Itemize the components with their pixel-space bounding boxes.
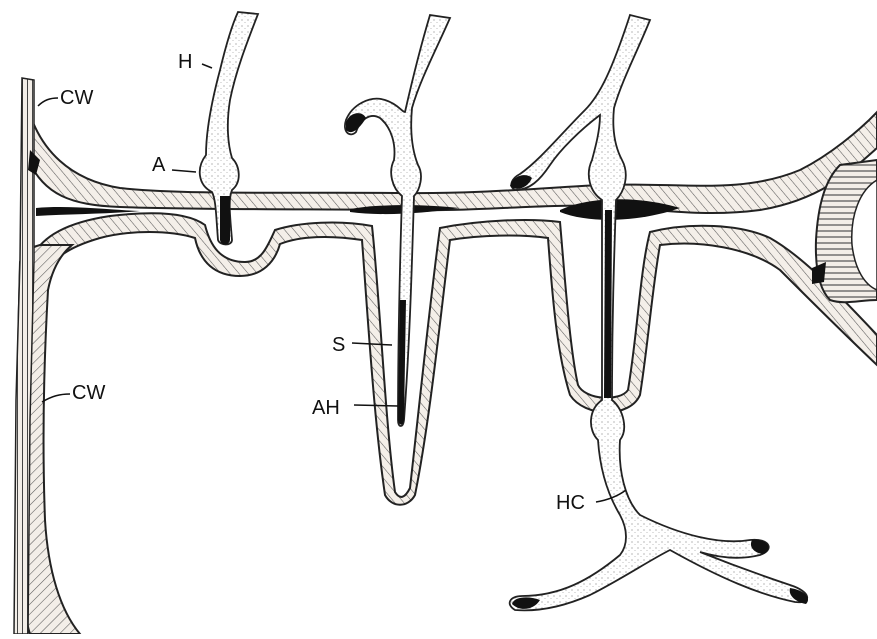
label-s: S — [332, 334, 345, 356]
lower-cell-wall-band — [30, 213, 877, 505]
label-a: A — [152, 154, 166, 176]
label-h: H — [178, 51, 192, 73]
leader-cw-left — [42, 394, 70, 402]
leader-cw-top — [38, 98, 58, 106]
label-hc: HC — [556, 492, 585, 514]
label-cw-left: CW — [72, 382, 105, 404]
label-ah: AH — [312, 397, 340, 419]
leader-a — [172, 170, 196, 172]
hypha-h-penetration-peg — [220, 196, 230, 245]
right-hypha-inner-dark — [604, 210, 612, 398]
leader-ah — [354, 405, 398, 406]
right-wall-corner — [812, 262, 826, 284]
leader-h — [202, 64, 212, 68]
leader-s — [352, 343, 392, 345]
label-cw-top: CW — [60, 87, 93, 109]
